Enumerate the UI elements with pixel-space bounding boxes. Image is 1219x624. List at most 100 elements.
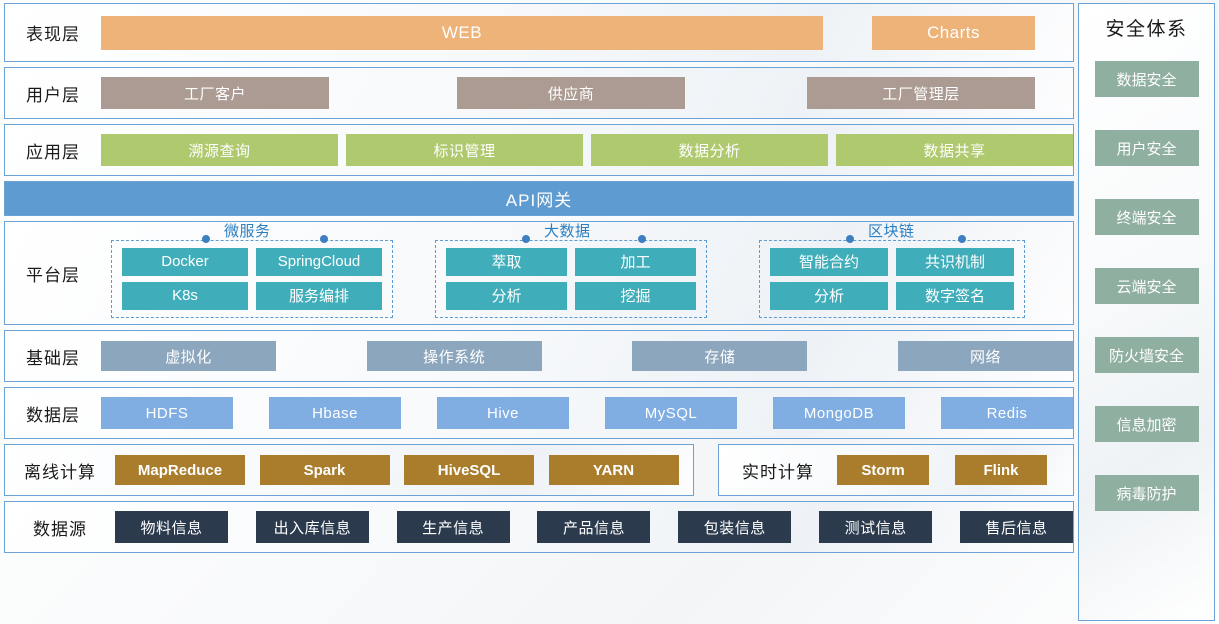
group-dot-icon xyxy=(320,235,328,243)
chip-virus-protection[interactable]: 病毒防护 xyxy=(1094,475,1199,511)
layer-label-user: 用户层 xyxy=(26,85,80,105)
compute-row: 离线计算 MapReduce Spark HiveSQL YARN 实时计算 S… xyxy=(4,444,1074,496)
group-row: K8s 服务编排 xyxy=(122,281,382,310)
layer-label-application: 应用层 xyxy=(26,142,80,162)
layer-label-presentation: 表现层 xyxy=(26,25,80,44)
chip-yarn[interactable]: YARN xyxy=(548,455,679,485)
chip-hive[interactable]: Hive xyxy=(437,397,569,429)
chip-hivesql[interactable]: HiveSQL xyxy=(404,455,534,485)
chip-cloud-security[interactable]: 云端安全 xyxy=(1094,268,1199,304)
layer-row-data: 数据层 HDFS Hbase Hive MySQL MongoDB Redis xyxy=(4,387,1074,439)
chip-spark[interactable]: Spark xyxy=(259,455,390,485)
layer-row-user: 用户层 工厂客户 供应商 工厂管理层 xyxy=(4,67,1074,119)
chip-factory-customer[interactable]: 工厂客户 xyxy=(101,77,329,109)
chip-storage[interactable]: 存储 xyxy=(632,341,808,371)
chip-storm[interactable]: Storm xyxy=(837,455,929,485)
group-row: 智能合约 共识机制 xyxy=(770,247,1014,276)
layer-label-data: 数据层 xyxy=(26,405,80,425)
layer-items-presentation: WEB Charts xyxy=(101,4,1073,61)
chip-digital-signature[interactable]: 数字签名 xyxy=(896,281,1014,310)
layer-items-application: 溯源查询 标识管理 数据分析 数据共享 xyxy=(101,125,1073,175)
chip-warehouse-info[interactable]: 出入库信息 xyxy=(255,511,369,543)
chip-mongodb[interactable]: MongoDB xyxy=(773,397,905,429)
chip-web[interactable]: WEB xyxy=(101,15,823,50)
chip-operating-system[interactable]: 操作系统 xyxy=(366,341,542,371)
architecture-left-column: 表现层 WEB Charts 用户层 工厂客户 供应商 工厂管理层 应用层 溯源… xyxy=(4,3,1074,553)
chip-network[interactable]: 网络 xyxy=(898,341,1074,371)
chip-testing-info[interactable]: 测试信息 xyxy=(819,511,933,543)
chip-data-sharing[interactable]: 数据共享 xyxy=(836,134,1073,166)
group-title-microservice: 微服务 xyxy=(224,222,271,240)
chip-information-encryption[interactable]: 信息加密 xyxy=(1094,406,1199,442)
layer-label-infrastructure: 基础层 xyxy=(26,348,80,368)
chip-redis[interactable]: Redis xyxy=(941,397,1073,429)
layer-items-user: 工厂客户 供应商 工厂管理层 xyxy=(101,68,1073,118)
group-dot-icon xyxy=(202,235,210,243)
security-panel-title: 安全体系 xyxy=(1105,19,1188,40)
chip-identifier-management[interactable]: 标识管理 xyxy=(346,134,583,166)
layer-row-data-source: 数据源 物料信息 出入库信息 生产信息 产品信息 包装信息 测试信息 售后信息 xyxy=(4,501,1074,553)
api-gateway-bar[interactable]: API网关 xyxy=(4,181,1074,216)
group-microservice: 微服务 Docker SpringCloud K8s 服务编排 xyxy=(111,223,393,318)
chip-k8s[interactable]: K8s xyxy=(122,281,248,310)
chip-terminal-security[interactable]: 终端安全 xyxy=(1094,199,1199,235)
group-row: 分析 挖掘 xyxy=(446,281,696,310)
chip-data-analysis[interactable]: 数据分析 xyxy=(591,134,828,166)
group-dot-icon xyxy=(846,235,854,243)
group-row: Docker SpringCloud xyxy=(122,247,382,276)
group-row: 萃取 加工 xyxy=(446,247,696,276)
layer-items-data: HDFS Hbase Hive MySQL MongoDB Redis xyxy=(101,388,1073,438)
layer-items-data-source: 物料信息 出入库信息 生产信息 产品信息 包装信息 测试信息 售后信息 xyxy=(115,502,1073,552)
chip-extract[interactable]: 萃取 xyxy=(446,247,567,276)
chip-chain-analysis[interactable]: 分析 xyxy=(770,281,888,310)
layer-row-application: 应用层 溯源查询 标识管理 数据分析 数据共享 xyxy=(4,124,1074,176)
chip-production-info[interactable]: 生产信息 xyxy=(396,511,510,543)
group-title-bigdata: 大数据 xyxy=(544,222,591,240)
group-title-blockchain: 区块链 xyxy=(868,222,915,240)
realtime-compute-items: Storm Flink xyxy=(837,455,1073,485)
chip-virtualization[interactable]: 虚拟化 xyxy=(101,341,276,371)
chip-mapreduce[interactable]: MapReduce xyxy=(115,455,245,485)
group-dot-icon xyxy=(522,235,530,243)
chip-firewall-security[interactable]: 防火墙安全 xyxy=(1094,337,1199,373)
chip-springcloud[interactable]: SpringCloud xyxy=(256,247,382,276)
chip-analysis[interactable]: 分析 xyxy=(446,281,567,310)
chip-charts[interactable]: Charts xyxy=(872,15,1035,50)
layer-row-presentation: 表现层 WEB Charts xyxy=(4,3,1074,62)
chip-user-security[interactable]: 用户安全 xyxy=(1094,130,1199,166)
chip-service-orchestration[interactable]: 服务编排 xyxy=(256,281,382,310)
layer-row-platform: 平台层 微服务 Docker SpringCloud K8s 服务编排 xyxy=(4,221,1074,325)
layer-label-realtime-compute: 实时计算 xyxy=(742,462,814,482)
group-bigdata: 大数据 萃取 加工 分析 挖掘 xyxy=(435,223,707,318)
group-row: 分析 数字签名 xyxy=(770,281,1014,310)
chip-docker[interactable]: Docker xyxy=(122,247,248,276)
chip-material-info[interactable]: 物料信息 xyxy=(115,511,228,543)
chip-aftersales-info[interactable]: 售后信息 xyxy=(959,511,1073,543)
chip-process[interactable]: 加工 xyxy=(575,247,696,276)
offline-compute-box: 离线计算 MapReduce Spark HiveSQL YARN xyxy=(4,444,694,496)
chip-flink[interactable]: Flink xyxy=(955,455,1047,485)
layer-label-offline-compute: 离线计算 xyxy=(24,462,96,482)
security-panel: 安全体系 数据安全 用户安全 终端安全 云端安全 防火墙安全 信息加密 病毒防护 xyxy=(1078,3,1215,621)
chip-consensus[interactable]: 共识机制 xyxy=(896,247,1014,276)
realtime-compute-box: 实时计算 Storm Flink xyxy=(718,444,1074,496)
chip-mysql[interactable]: MySQL xyxy=(605,397,737,429)
layer-label-platform: 平台层 xyxy=(26,265,80,285)
chip-packaging-info[interactable]: 包装信息 xyxy=(678,511,792,543)
group-dot-icon xyxy=(638,235,646,243)
chip-data-security[interactable]: 数据安全 xyxy=(1094,61,1199,97)
chip-mining[interactable]: 挖掘 xyxy=(575,281,696,310)
offline-compute-items: MapReduce Spark HiveSQL YARN xyxy=(115,455,693,485)
chip-hbase[interactable]: Hbase xyxy=(269,397,401,429)
chip-traceability-query[interactable]: 溯源查询 xyxy=(101,134,338,166)
layer-label-data-source: 数据源 xyxy=(33,519,87,539)
chip-factory-management[interactable]: 工厂管理层 xyxy=(807,77,1035,109)
layer-row-infrastructure: 基础层 虚拟化 操作系统 存储 网络 xyxy=(4,330,1074,382)
chip-smart-contract[interactable]: 智能合约 xyxy=(770,247,888,276)
chip-product-info[interactable]: 产品信息 xyxy=(537,511,651,543)
group-dot-icon xyxy=(958,235,966,243)
group-blockchain: 区块链 智能合约 共识机制 分析 数字签名 xyxy=(759,223,1025,318)
chip-supplier[interactable]: 供应商 xyxy=(457,77,685,109)
chip-hdfs[interactable]: HDFS xyxy=(101,397,233,429)
